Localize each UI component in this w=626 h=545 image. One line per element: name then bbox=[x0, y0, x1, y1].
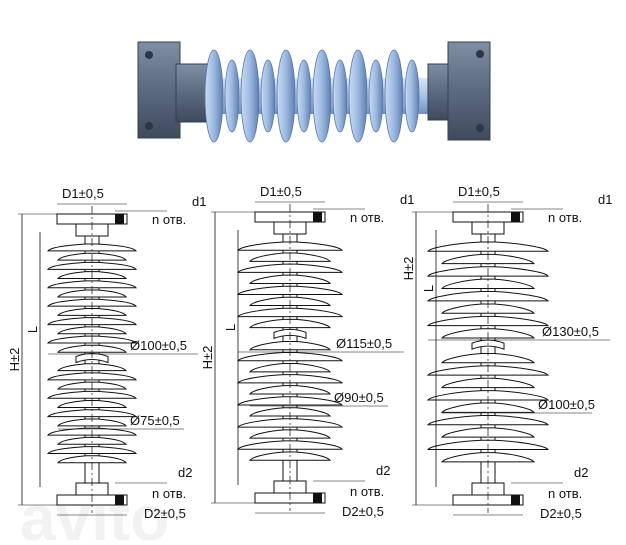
top-flange-label: D1±0,5 bbox=[62, 186, 104, 201]
shed-large bbox=[46, 243, 138, 252]
shed-small bbox=[248, 340, 332, 351]
photo-shed bbox=[276, 49, 296, 143]
top-holes-count-label: n отв. bbox=[548, 210, 582, 225]
shed-small bbox=[440, 452, 536, 463]
photo-shed bbox=[260, 59, 276, 133]
bottom-hole-label: d2 bbox=[574, 465, 588, 480]
shed-large bbox=[236, 241, 344, 251]
shed-large bbox=[46, 409, 138, 418]
top-hole-label: d1 bbox=[192, 194, 206, 209]
bottom-flange-label: D2±0,5 bbox=[342, 504, 384, 519]
photo-shed bbox=[348, 49, 368, 143]
bottom-flange-label: D2±0,5 bbox=[144, 506, 186, 521]
shed-large bbox=[236, 374, 344, 384]
insulator-photo bbox=[137, 41, 491, 143]
photo-shed bbox=[224, 59, 240, 133]
shed-large bbox=[46, 280, 138, 289]
top-holes-count-label: n отв. bbox=[152, 212, 186, 227]
shed-small bbox=[248, 407, 332, 417]
total-height-label: H±2 bbox=[7, 348, 22, 372]
shed-small bbox=[56, 455, 128, 464]
bottom-holes-count-label: n отв. bbox=[350, 484, 384, 499]
bottom-holes-count-label: n отв. bbox=[152, 486, 186, 501]
top-flange-label: D1±0,5 bbox=[260, 184, 302, 199]
shed-small bbox=[440, 303, 536, 314]
shed-small bbox=[248, 385, 332, 395]
shed-large bbox=[46, 372, 138, 381]
shed-large bbox=[236, 352, 344, 362]
shed-large-diameter-label: Ø100±0,5 bbox=[130, 338, 187, 353]
shed-small bbox=[56, 418, 128, 427]
top-hole-label: d1 bbox=[400, 192, 414, 207]
shed-small bbox=[56, 344, 128, 353]
photo-shed bbox=[240, 49, 260, 143]
shed-small bbox=[440, 278, 536, 289]
bottom-hole-label: d2 bbox=[376, 463, 390, 478]
bottom-holes-count-label: n отв. bbox=[548, 486, 582, 501]
shed-small bbox=[56, 307, 128, 316]
photo-shed bbox=[404, 59, 420, 133]
length-label: L bbox=[223, 324, 238, 331]
length-label: L bbox=[25, 326, 40, 333]
shed-small bbox=[440, 353, 536, 364]
shed-small-diameter-label: Ø90±0,5 bbox=[334, 390, 384, 405]
photo-shed bbox=[312, 49, 332, 143]
shed-large bbox=[426, 241, 550, 252]
length-label: L bbox=[421, 285, 436, 292]
bottom-hole-label: d2 bbox=[178, 465, 192, 480]
shed-large-diameter-label: Ø130±0,5 bbox=[542, 324, 599, 339]
total-height-label: H±2 bbox=[200, 346, 215, 370]
photo-shed bbox=[296, 59, 312, 133]
shed-large bbox=[426, 414, 550, 426]
top-hole-label: d1 bbox=[598, 192, 612, 207]
photo-shed bbox=[368, 59, 384, 133]
top-holes-count-label: n отв. bbox=[350, 210, 384, 225]
bottom-flange-label: D2±0,5 bbox=[540, 506, 582, 521]
shed-small-diameter-label: Ø75±0,5 bbox=[130, 413, 180, 428]
top-flange-label: D1±0,5 bbox=[458, 184, 500, 199]
photo-shed bbox=[204, 49, 224, 143]
shed-small bbox=[56, 436, 128, 445]
photo-shed bbox=[332, 59, 348, 133]
shed-large bbox=[236, 418, 344, 428]
shed-small-diameter-label: Ø100±0,5 bbox=[538, 397, 595, 412]
shed-large bbox=[426, 390, 550, 401]
total-height-label: H±2 bbox=[401, 257, 416, 281]
photo-shed bbox=[384, 49, 404, 143]
shed-large-diameter-label: Ø115±0,5 bbox=[336, 336, 392, 351]
